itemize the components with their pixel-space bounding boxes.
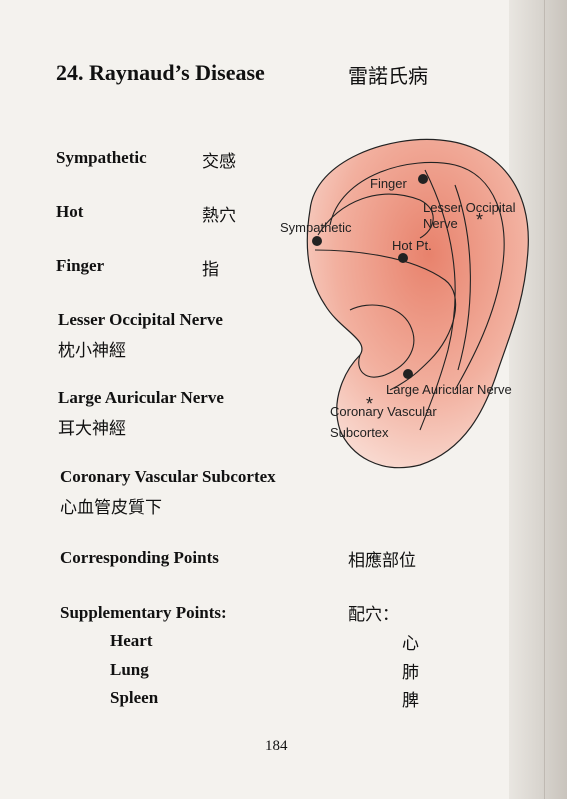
nerve-line-1 (419, 169, 456, 431)
point-large-auricular-chinese: 耳大神經 (58, 419, 126, 439)
point-hot-chinese: 熱穴 (202, 206, 236, 226)
corresponding-points-label: Corresponding Points (60, 548, 219, 567)
ear-label-lesser-occipital-2: Nerve (423, 216, 458, 231)
point-coronary-chinese: 心血管皮質下 (60, 498, 162, 518)
large-auricular-point (403, 369, 413, 379)
coronary-asterisk: * (366, 394, 373, 414)
ear-label-large-auricular: Large Auricular Nerve (386, 382, 512, 397)
point-large-auricular-label: Large Auricular Nerve (58, 388, 224, 407)
lesser-occipital-asterisk: * (476, 210, 483, 230)
ear-label-finger: Finger (370, 176, 408, 191)
ear-outline (306, 138, 529, 469)
point-hot-label: Hot (56, 202, 84, 221)
helix-line (329, 162, 505, 391)
page-edge-line (544, 0, 545, 799)
concha-line (349, 304, 415, 378)
supplementary-heart-chinese: 心 (402, 634, 419, 654)
page-title: 24. Raynaud’s Disease (56, 60, 265, 85)
supplementary-spleen-chinese: 脾 (402, 691, 419, 711)
point-coronary-label: Coronary Vascular Subcortex (60, 467, 276, 486)
sympathetic-point (312, 236, 322, 246)
page-edge (509, 0, 567, 799)
ear-label-coronary-1: Coronary Vascular (330, 404, 437, 419)
ear-label-coronary-2: Subcortex (330, 425, 389, 440)
corresponding-points-chinese: 相應部位 (348, 551, 416, 571)
point-lesser-occipital-label: Lesser Occipital Nerve (58, 310, 223, 329)
point-sympathetic-chinese: 交感 (202, 152, 236, 172)
page-title-chinese: 雷諾氏病 (348, 64, 428, 88)
antihelix-upper (317, 193, 434, 239)
supplementary-points-label: Supplementary Points: (60, 603, 227, 622)
hot-point (398, 253, 408, 263)
ear-label-sympathetic: Sympathetic (280, 220, 352, 235)
ear-label-lesser-occipital-1: Lesser Occipital (423, 200, 516, 215)
ear-label-hot: Hot Pt. (392, 238, 432, 253)
page-number: 184 (265, 738, 288, 754)
supplementary-lung-label: Lung (110, 660, 149, 679)
supplementary-points-chinese: 配穴： (348, 605, 399, 625)
supplementary-spleen-label: Spleen (110, 688, 159, 707)
point-finger-chinese: 指 (202, 260, 219, 280)
ear-diagram: * * Finger Lesser Occipital Nerve Sympat… (270, 130, 550, 470)
point-sympathetic-label: Sympathetic (56, 148, 147, 167)
supplementary-heart-label: Heart (110, 631, 153, 650)
supplementary-lung-chinese: 肺 (402, 663, 419, 683)
point-lesser-occipital-chinese: 枕小神經 (58, 341, 126, 361)
finger-point (418, 174, 428, 184)
nerve-line-2 (454, 184, 471, 371)
point-finger-label: Finger (56, 256, 105, 275)
